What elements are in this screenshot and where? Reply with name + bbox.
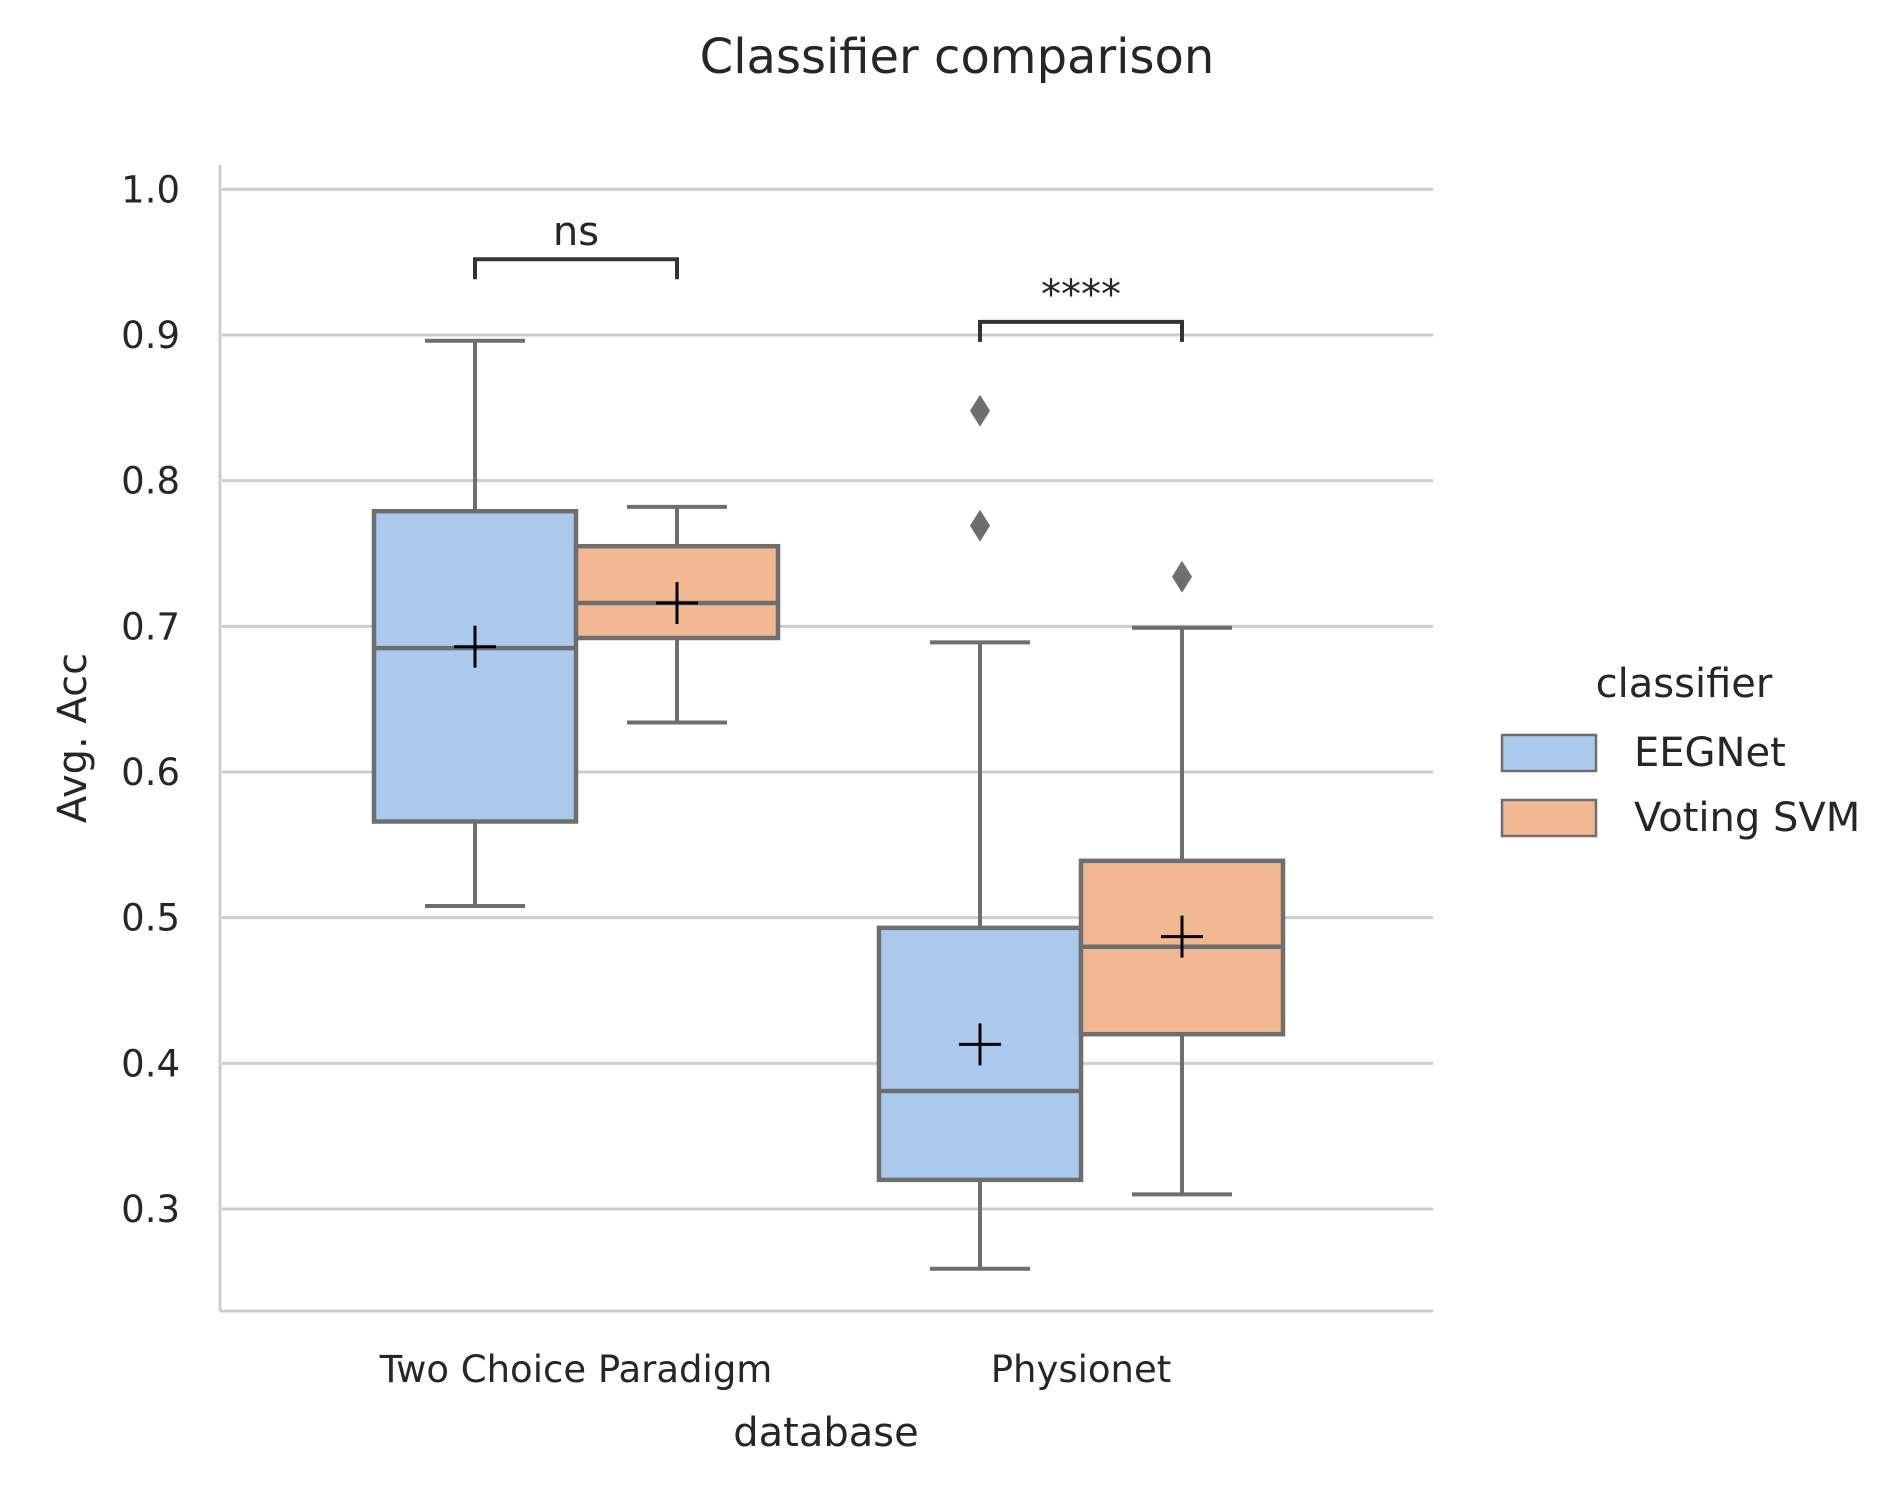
chart-title: Classifier comparison [700, 29, 1215, 85]
legend-swatch [1500, 733, 1598, 773]
y-tick-label: 0.6 [121, 751, 180, 794]
legend-label: EEGNet [1634, 730, 1786, 776]
legend-item: Voting SVM [1500, 795, 1860, 841]
significance-bracket [473, 257, 679, 280]
y-tick-label: 0.9 [121, 314, 180, 357]
outlier-point [970, 509, 990, 542]
x-tick-label: Two Choice Paradigm [379, 1348, 773, 1391]
y-tick-label: 0.8 [121, 460, 180, 503]
box-voting-svm [573, 504, 781, 725]
boxes [371, 338, 1286, 1271]
legend-title: classifier [1596, 661, 1773, 707]
box-voting-svm [1078, 560, 1286, 1197]
axis-spines [218, 165, 1433, 1313]
legend-label: Voting SVM [1634, 795, 1860, 841]
y-tick-label: 1.0 [121, 168, 180, 211]
outlier-point [970, 394, 990, 427]
y-tick-labels: 0.3 0.4 0.5 0.6 0.7 0.8 0.9 1.0 [121, 168, 180, 1231]
y-tick-label: 0.7 [121, 605, 180, 648]
y-tick-label: 0.4 [121, 1042, 180, 1085]
box-eegnet [876, 394, 1084, 1271]
legend-item: EEGNet [1500, 730, 1786, 776]
y-axis-label: Avg. Acc [50, 653, 96, 823]
significance-label: ns [553, 209, 599, 255]
y-tick-label: 0.5 [121, 897, 180, 940]
significance-bracket [978, 319, 1184, 342]
x-axis-label: database [733, 1410, 918, 1456]
x-tick-label: Physionet [991, 1348, 1172, 1391]
y-tick-label: 0.3 [121, 1188, 180, 1231]
box-eegnet [371, 338, 579, 909]
outlier-point [1172, 560, 1192, 593]
significance-label: **** [1041, 272, 1121, 318]
legend-swatch [1500, 798, 1598, 838]
significance-annotations: ns **** [473, 209, 1184, 342]
x-tick-labels: Two Choice Paradigm Physionet [379, 1348, 1172, 1391]
